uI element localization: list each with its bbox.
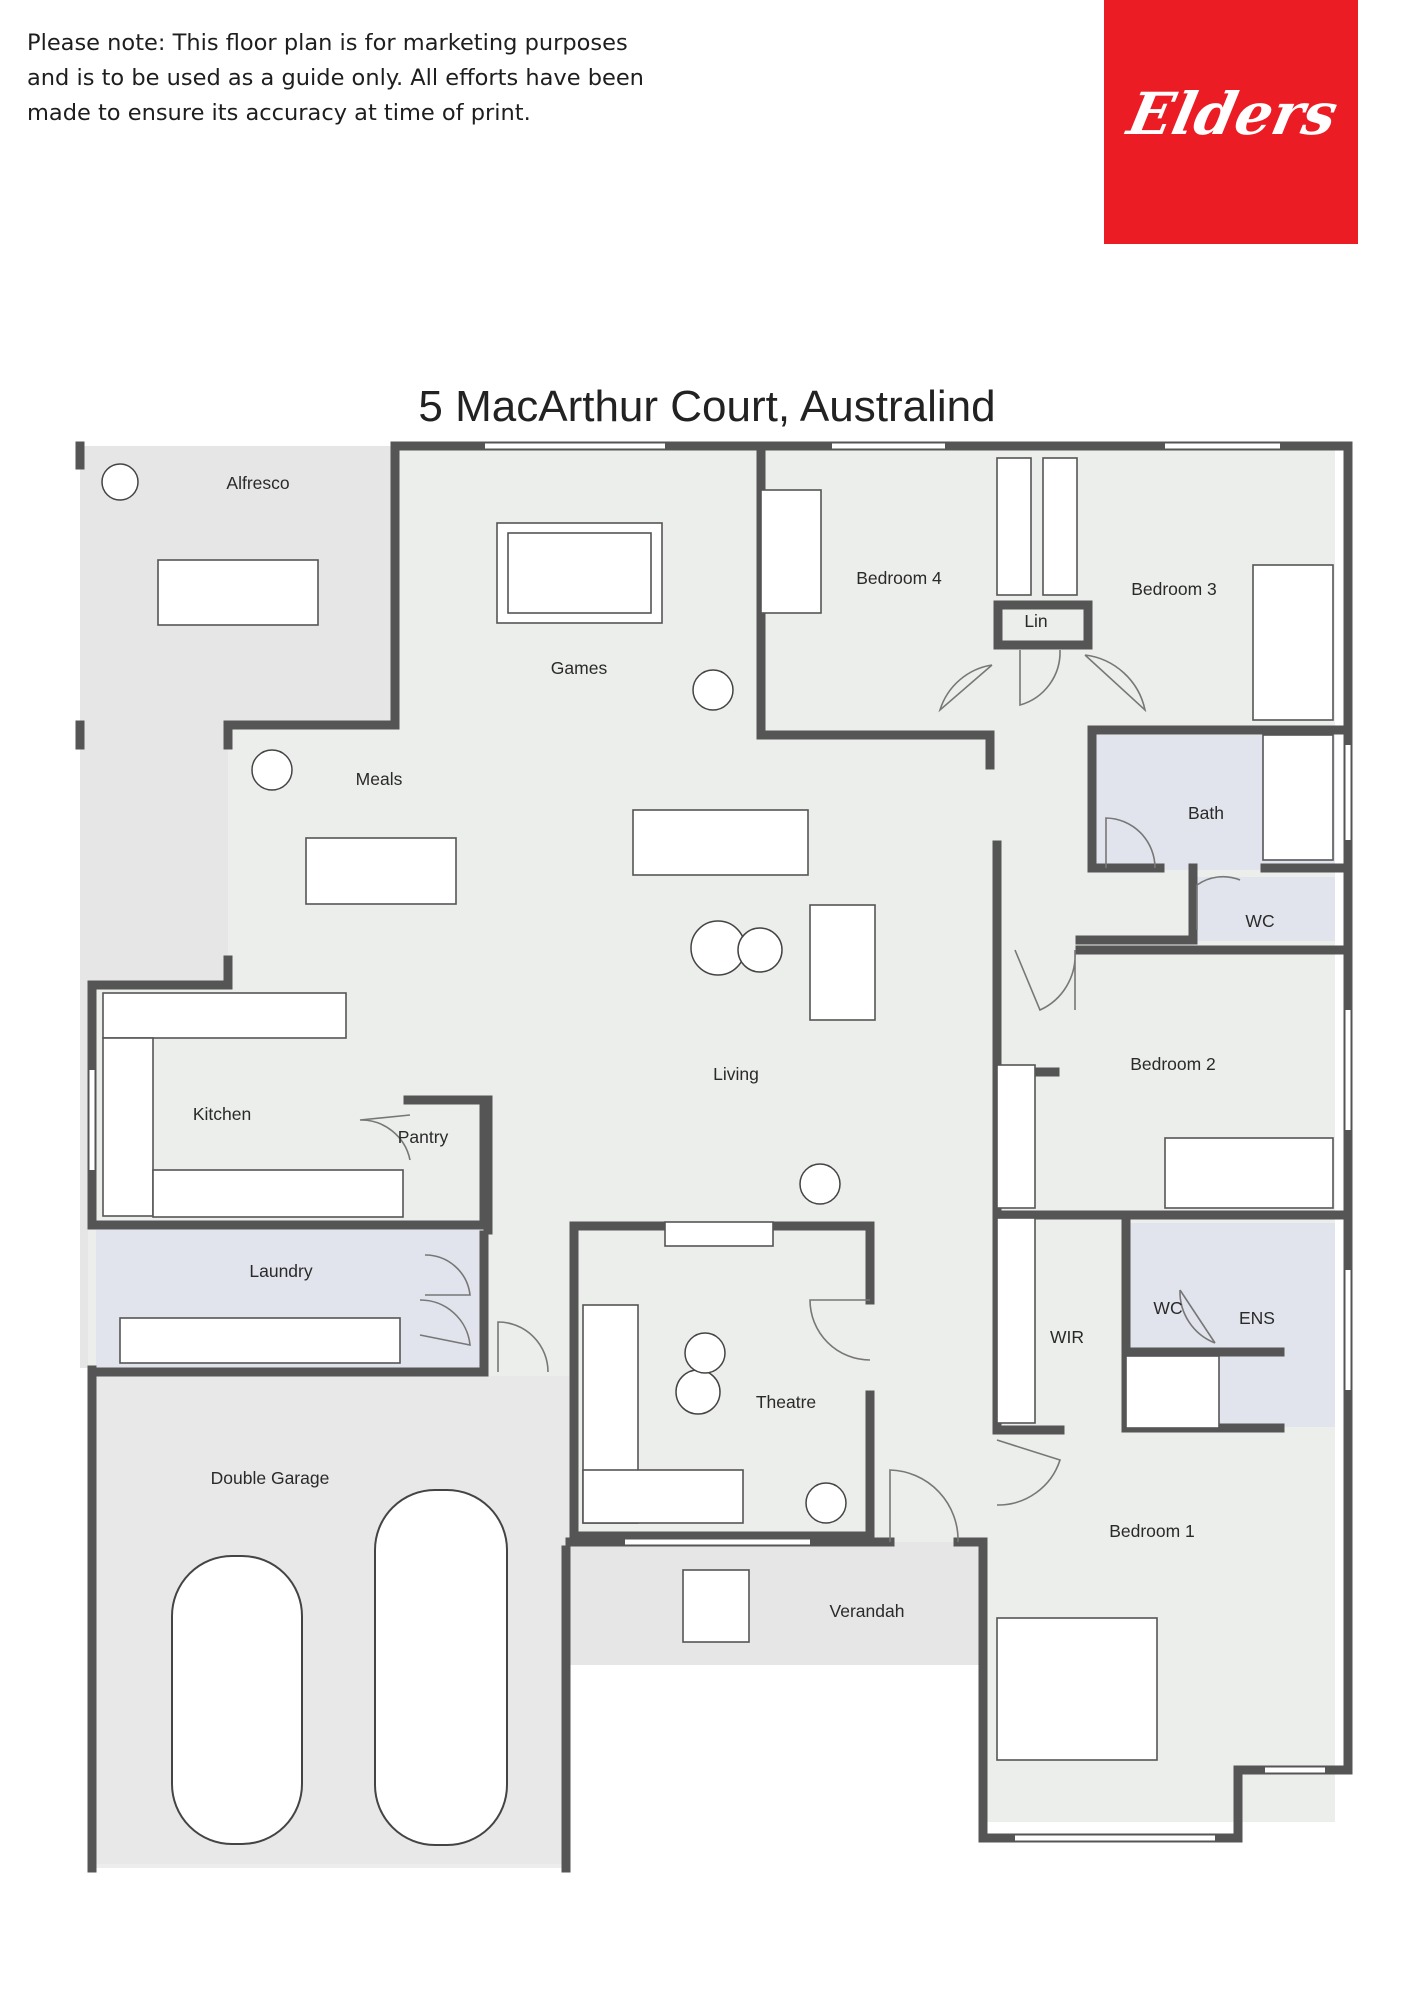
svg-text:Elders: Elders: [1120, 80, 1343, 148]
door-bath: [1105, 817, 1156, 869]
room-label-pantry: Pantry: [398, 1127, 449, 1147]
plant-icon: [805, 1482, 847, 1524]
doors: [359, 649, 1241, 1543]
lamp-icon: [737, 927, 783, 973]
wall-bath: [1087, 725, 1353, 873]
room-label-wc-upper: WC: [1245, 911, 1274, 931]
lamp-icon: [690, 920, 746, 976]
disclaimer: Please note: This floor plan is for mark…: [27, 26, 667, 131]
bed-4: [760, 489, 822, 614]
sofa: [632, 809, 809, 876]
laundry-counter: [119, 1317, 401, 1364]
shower: [1125, 1355, 1220, 1429]
plants: [101, 463, 847, 1524]
plant-icon: [799, 1163, 841, 1205]
disclaimer-line-2: and is to be used as a guide only. All e…: [27, 65, 644, 91]
wall-games-left: [223, 441, 400, 750]
door-bed2: [1014, 949, 1076, 1012]
meals-table: [305, 837, 457, 905]
car-icon: [374, 1489, 508, 1846]
tv-unit: [664, 1221, 774, 1247]
armchair: [809, 904, 876, 1021]
pool-table-inner: [507, 532, 652, 614]
room-label-living: Living: [713, 1064, 759, 1084]
bed-2: [1164, 1137, 1334, 1209]
kitchen-bench: [102, 992, 347, 1039]
wall-pantry: [403, 1095, 493, 1235]
door-bed3: [1084, 654, 1147, 713]
elders-logo-mark: Elders: [1120, 80, 1343, 148]
wc-upper-floor: [1193, 877, 1335, 941]
outdoor-table: [157, 559, 319, 626]
wardrobe-wir: [996, 1217, 1036, 1424]
room-label-wir: WIR: [1050, 1327, 1084, 1347]
room-label-laundry: Laundry: [249, 1261, 312, 1281]
alfresco-floor: [80, 446, 395, 1368]
door-bed4: [938, 664, 993, 713]
bed-1: [996, 1617, 1158, 1761]
room-label-lin: Lin: [1024, 611, 1047, 631]
fixtures: [102, 457, 1334, 1761]
room-label-meals: Meals: [356, 769, 403, 789]
verandah-floor: [570, 1542, 983, 1665]
plant-icon: [692, 669, 734, 711]
plan-title: 5 MacArthur Court, Australind: [418, 382, 996, 431]
windows: [89, 443, 1351, 1841]
verandah-table: [682, 1569, 750, 1643]
door-lin: [1019, 649, 1061, 707]
room-label-alfresco: Alfresco: [226, 473, 289, 493]
kitchen-counter: [102, 1037, 154, 1217]
room-label-games: Games: [551, 658, 608, 678]
door-garage: [497, 1321, 549, 1373]
room-label-bedroom-1: Bedroom 1: [1109, 1521, 1195, 1541]
room-label-bedroom-2: Bedroom 2: [1130, 1054, 1216, 1074]
wardrobe-bed3: [1042, 457, 1078, 596]
wall-lin: [993, 600, 1093, 650]
door-pantry: [359, 1114, 411, 1161]
plant-icon: [251, 749, 293, 791]
cars: [171, 1489, 508, 1846]
door-wc: [1196, 875, 1241, 930]
bed-3: [1252, 564, 1334, 721]
room-labels: Alfresco Games Bedroom 4 Bedroom 3 Lin M…: [193, 473, 1275, 1621]
car-icon: [171, 1555, 303, 1845]
pool-table: [496, 522, 663, 624]
elders-logo: Elders: [1104, 0, 1358, 244]
room-label-verandah: Verandah: [830, 1601, 905, 1621]
lamp-icon: [684, 1332, 726, 1374]
room-label-theatre: Theatre: [756, 1392, 816, 1412]
door-bed1: [996, 1439, 1062, 1506]
door-laundry-2: [419, 1299, 471, 1346]
room-label-double-garage: Double Garage: [211, 1468, 330, 1488]
wall-laundry-base: [87, 1230, 489, 1377]
wardrobe-bed2: [996, 1064, 1036, 1209]
disclaimer-line-3: made to ensure its accuracy at time of p…: [27, 100, 531, 126]
room-label-wc-lower: WC: [1153, 1298, 1182, 1318]
lamp-icon: [675, 1369, 721, 1415]
room-label-bath: Bath: [1188, 803, 1224, 823]
door-entry: [889, 1469, 959, 1543]
theatre-sofa-base: [582, 1469, 744, 1524]
door-theatre: [809, 1299, 871, 1361]
door-wc-lower: [1179, 1289, 1216, 1344]
room-label-kitchen: Kitchen: [193, 1104, 251, 1124]
disclaimer-line-1: Please note: This floor plan is for mark…: [27, 30, 628, 56]
plant-icon: [101, 463, 139, 501]
room-label-bedroom-3: Bedroom 3: [1131, 579, 1217, 599]
wall-wc-upper: [1075, 863, 1353, 955]
door-laundry: [424, 1254, 471, 1296]
room-label-bedroom-4: Bedroom 4: [856, 568, 942, 588]
room-label-ens: ENS: [1239, 1308, 1275, 1328]
wardrobe-bed4: [996, 457, 1032, 596]
bathtub: [1262, 734, 1334, 861]
kitchen-counter-base: [152, 1169, 404, 1218]
